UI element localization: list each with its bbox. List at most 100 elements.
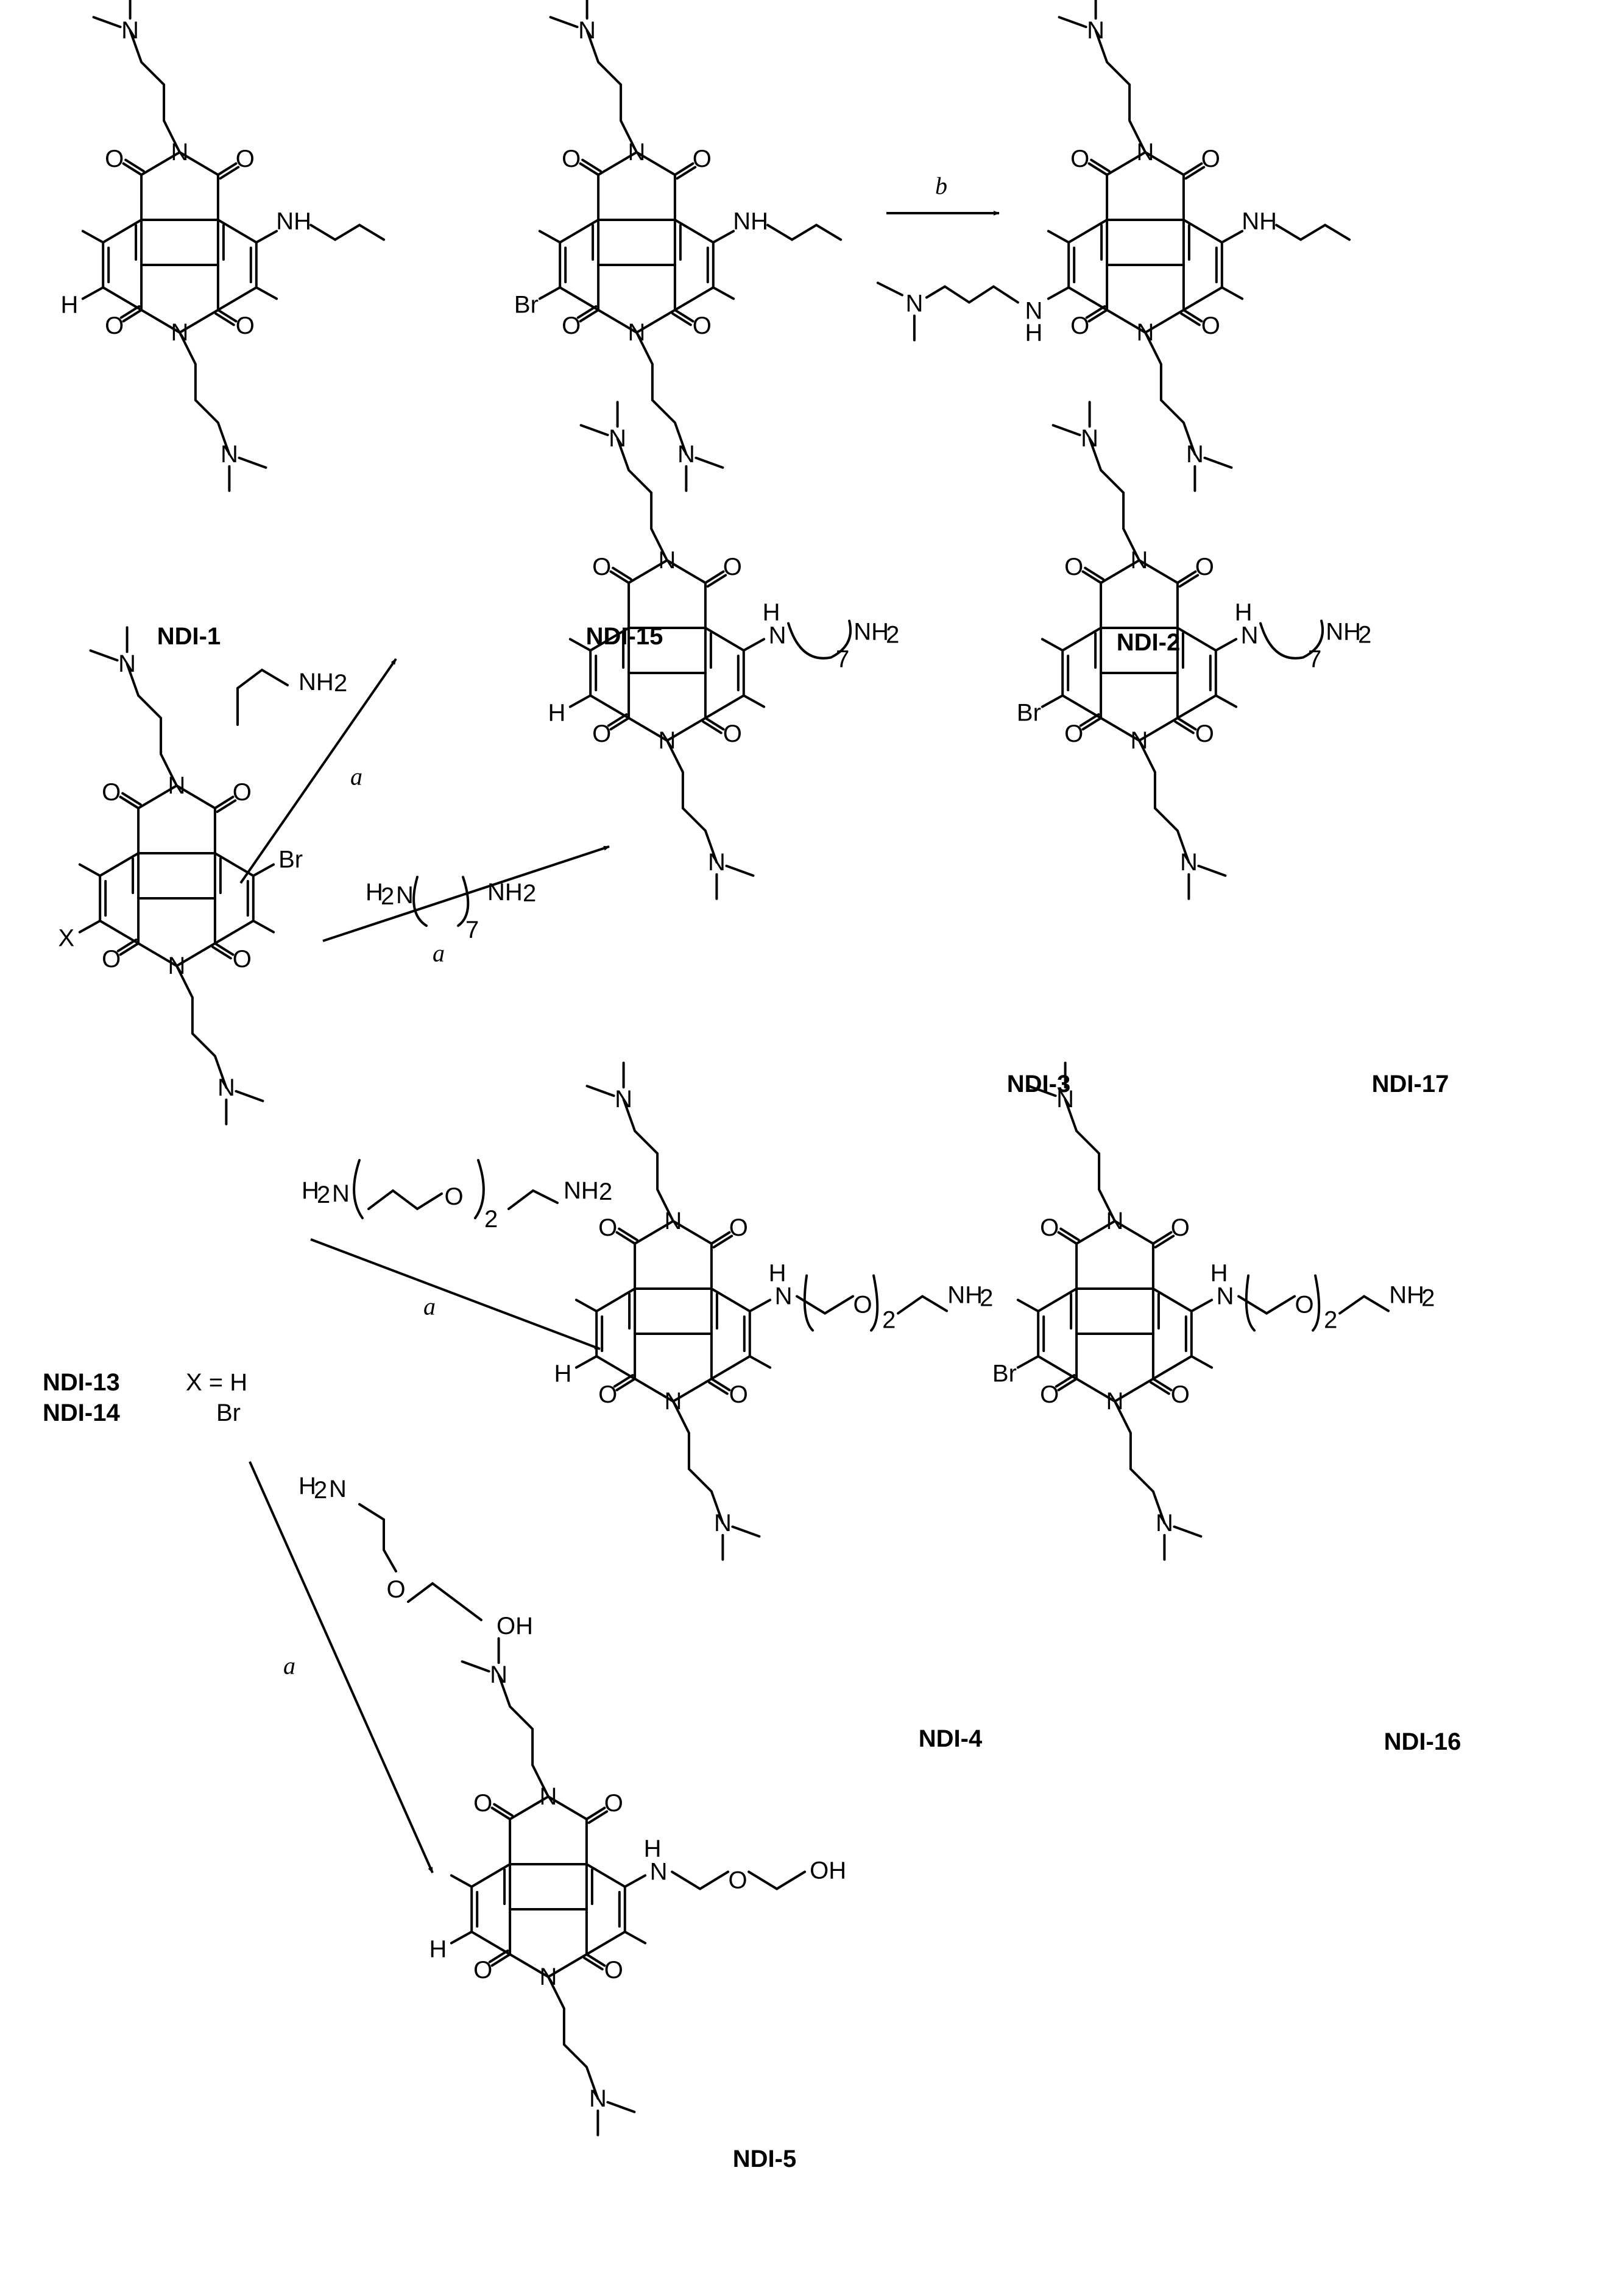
ndi16-me1: [1027, 1085, 1057, 1097]
ndi17-bottom-chain: [1138, 739, 1190, 864]
ndi2-label: NDI-2: [1117, 629, 1180, 656]
ndi17-nh2: NH: [1326, 619, 1361, 646]
ndi4-bottom-chain: [672, 1400, 724, 1524]
ndi4-n-bottom: N: [665, 1388, 682, 1415]
ndi16-label: NDI-16: [1384, 1728, 1461, 1755]
ndi5-chain-a: [671, 1870, 730, 1890]
diamine-sub7: 7: [465, 917, 479, 943]
ndi4-bracket-l: [803, 1274, 815, 1332]
ndi2-o3: O: [1070, 312, 1089, 339]
ndi3-n: N: [769, 622, 786, 649]
ndi16-o3: O: [1040, 1381, 1059, 1408]
ndi15-o4: O: [693, 312, 712, 339]
ndi17-o2: O: [1195, 554, 1214, 580]
ndi4-left-h: H: [554, 1361, 571, 1387]
ndi2-o2: O: [1201, 146, 1220, 172]
ndi1-me3: [238, 456, 267, 469]
aee-n: N: [329, 1476, 347, 1502]
ndi4-n-top: N: [665, 1208, 682, 1234]
ndi13-o3: O: [102, 946, 121, 973]
aee-h2n-sub: 2: [314, 1477, 327, 1504]
ndi16-bottom-chain: [1114, 1400, 1166, 1524]
ndi4-me1: [585, 1085, 615, 1097]
ndi17-h: H: [1235, 599, 1253, 626]
propylamine-nh2: NH: [299, 669, 334, 695]
ndi3-n-top: N: [659, 547, 676, 574]
ndi16-o4: O: [1171, 1381, 1190, 1408]
r-b-condition: b: [935, 172, 947, 200]
arrow-to-ndi5: [249, 1461, 434, 1873]
ndi17-core: [1041, 437, 1238, 864]
ndi1-bottom-chain: [178, 331, 231, 456]
ndi16-n-bottom: N: [1106, 1388, 1124, 1415]
ndi3-left-h: H: [548, 700, 565, 727]
ndi5-me3: [606, 2101, 636, 2113]
ndi17-o1: O: [1064, 554, 1083, 580]
ndi1-n-bottom: N: [171, 319, 189, 346]
ndi1-nme2-bottom: N: [221, 441, 238, 468]
ndi4-h: H: [769, 1260, 786, 1287]
ndi2-top-chain: [1094, 29, 1147, 153]
ndi16-top-chain: [1064, 1098, 1116, 1222]
ndi15-left-br: Br: [514, 292, 539, 319]
ndi13-o2: O: [233, 779, 252, 806]
ndi5-o2: O: [604, 1790, 623, 1817]
ndi13-n-bottom: N: [168, 953, 186, 979]
ndi4-me3: [731, 1525, 761, 1538]
pegdiamine-sub2: 2: [484, 1206, 498, 1233]
ndi17-nme2-bottom: N: [1180, 849, 1198, 876]
diamine-nh2-right-sub: 2: [523, 880, 536, 907]
ndi15-o1: O: [562, 146, 581, 172]
ndi4-nh2: NH: [947, 1282, 983, 1309]
arrow-to-ndi4: [310, 1238, 601, 1350]
ndi16-nh2-sub: 2: [1421, 1285, 1435, 1312]
ndi13-o1: O: [102, 779, 121, 806]
ndi2-left-chain: [925, 285, 1019, 304]
propylamine-chain: [236, 668, 289, 726]
ndi4-peg-o: O: [853, 1292, 872, 1319]
ndi16-bracket-l: [1245, 1274, 1256, 1332]
arrow-to-ndi3: [322, 845, 610, 942]
ndi16-core: [1016, 1098, 1214, 1524]
ndi5-nme2-bottom: N: [589, 2085, 607, 2112]
ndi17-me1: [1051, 424, 1081, 437]
ndi3-me1: [579, 424, 609, 437]
ndi1-top-chain: [129, 29, 181, 153]
ndi15-label: NDI-15: [586, 623, 663, 650]
ndi17-nme2-top: N: [1081, 425, 1098, 452]
ndi5-label: NDI-5: [733, 2146, 796, 2172]
ndi13-top-chain: [125, 663, 178, 787]
ndi5-core: [450, 1674, 647, 2100]
ndi5-o4: O: [604, 1957, 623, 1984]
ndi5-n-top: N: [540, 1783, 557, 1810]
ndi16-peg-a: [1237, 1295, 1296, 1315]
ndi1-o2: O: [236, 146, 255, 172]
ndi1-nh: NH: [276, 208, 311, 235]
ndi16-o2: O: [1171, 1214, 1190, 1241]
ndi2-left-nme2: N: [905, 291, 923, 317]
ndi16-n-top: N: [1106, 1208, 1124, 1234]
ndi4-n: N: [775, 1283, 793, 1310]
ndi15-nme2-top: N: [578, 17, 596, 44]
ndi15-o3: O: [562, 312, 581, 339]
ndi5-o3: O: [473, 1957, 492, 1984]
ndi17-label: NDI-17: [1372, 1071, 1449, 1097]
ndi2-left-n: N: [1025, 298, 1042, 325]
aee-o: O: [386, 1576, 405, 1603]
pegdiamine-n: N: [332, 1180, 350, 1207]
ndi13-me3: [235, 1090, 264, 1102]
aee-chain-b: [407, 1582, 482, 1621]
ndi17-heptyl-bracket: [1259, 619, 1324, 660]
ndi3-o1: O: [592, 554, 611, 580]
ndi4-bracket-r: [870, 1274, 879, 1332]
ndi3-core: [568, 437, 766, 864]
ndi17-o3: O: [1064, 720, 1083, 747]
pegdiamine-chain-b: [507, 1189, 559, 1210]
ndi2-bottom-chain: [1144, 331, 1196, 456]
ndi5-n-bottom: N: [540, 1963, 557, 1990]
r-diaminoheptane-condition: a: [433, 940, 445, 967]
pegdiamine-h2n: H: [302, 1177, 319, 1204]
ndi3-label: NDI-3: [1007, 1071, 1070, 1097]
pegdiamine-o: O: [444, 1183, 463, 1210]
ndi16-nh2: NH: [1389, 1282, 1424, 1309]
